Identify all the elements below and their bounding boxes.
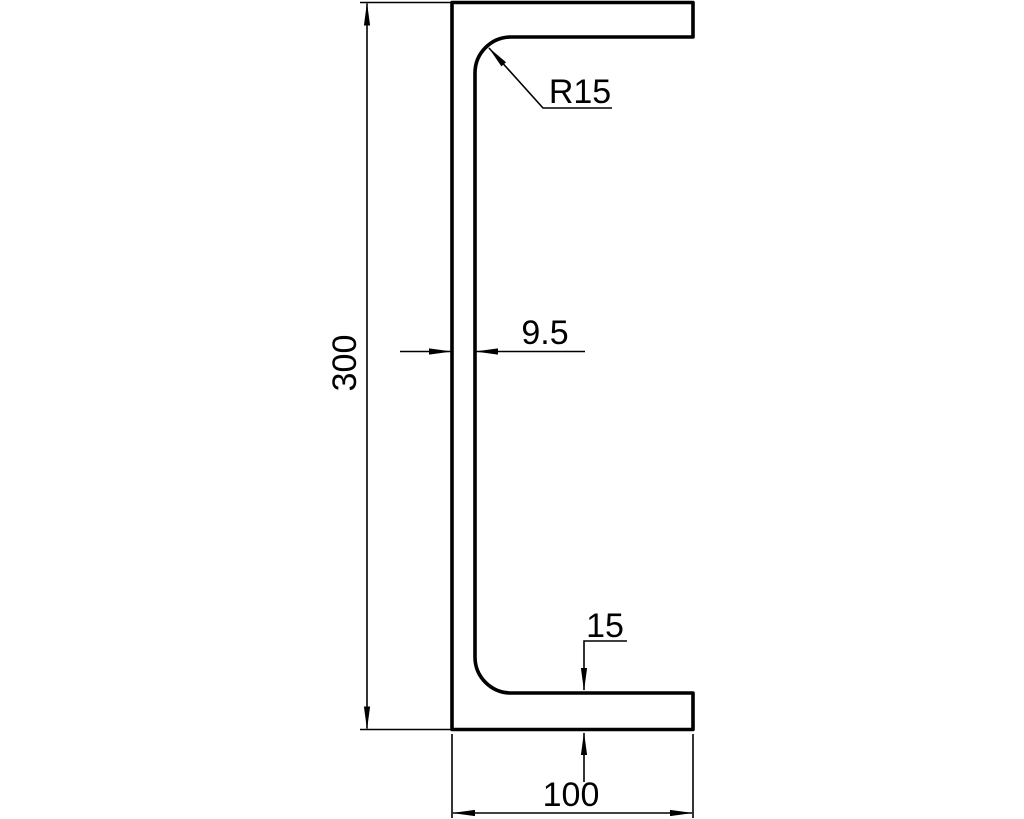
dim-web-thickness: 9.5 xyxy=(400,314,585,355)
dim-height: 300 xyxy=(326,1,451,731)
leader-line-flange-upper xyxy=(580,640,627,691)
channel-profile-outline xyxy=(450,0,695,732)
dim-flange-thickness: 15 xyxy=(580,607,627,782)
dim-width-label: 100 xyxy=(543,776,600,814)
dim-fillet-radius-label: R15 xyxy=(549,73,611,111)
dim-fillet-radius: R15 xyxy=(488,47,612,111)
dim-width: 100 xyxy=(451,734,694,818)
leader-line-fillet xyxy=(488,47,612,109)
dim-flange-thickness-label: 15 xyxy=(586,607,624,645)
dim-height-label: 300 xyxy=(326,335,364,392)
dim-web-thickness-label: 9.5 xyxy=(521,314,568,352)
